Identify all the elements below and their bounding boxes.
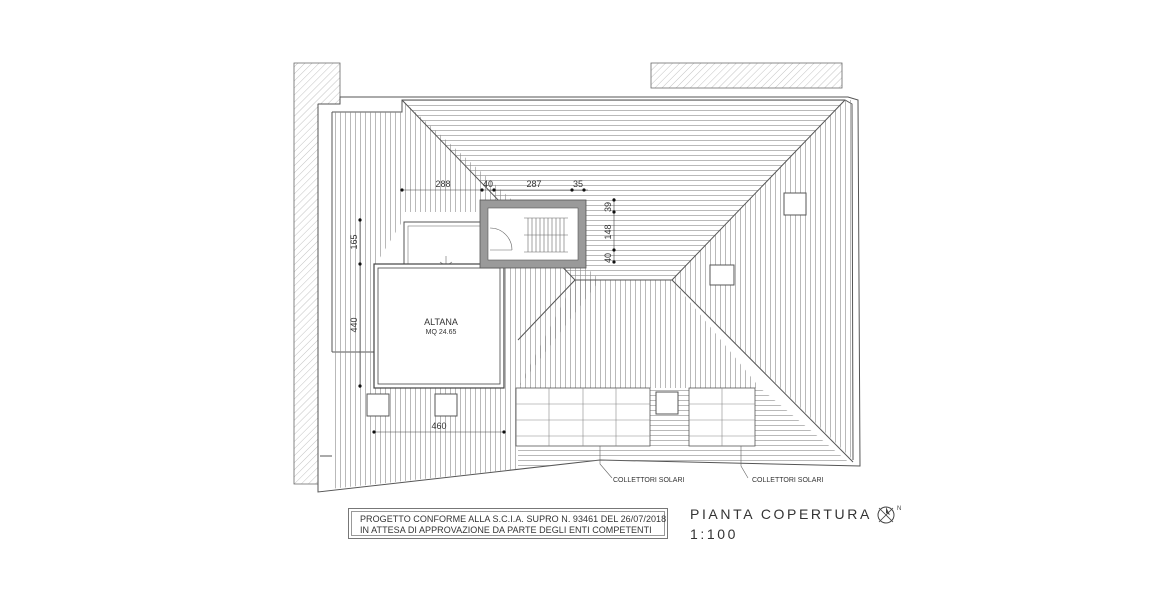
north-label: N — [897, 506, 901, 512]
north-arrow-icon: N — [877, 506, 901, 524]
dimension-labels: 288 40 287 35 39 148 40 165 440 460 — [349, 179, 613, 431]
drawing-title: PIANTA COPERTURA — [690, 506, 872, 522]
skylight — [783, 192, 807, 216]
collector-labels: COLLETTORI SOLARI COLLETTORI SOLARI — [613, 477, 824, 484]
skylight — [434, 393, 458, 417]
approval-note-line-1: PROGETTO CONFORME ALLA S.C.I.A. SUPRO N.… — [360, 514, 667, 524]
dim-460: 460 — [431, 421, 446, 431]
solar-collectors-east — [688, 387, 756, 447]
altana-area: MQ 24.65 — [426, 329, 457, 336]
solar-label-1: COLLETTORI SOLARI — [613, 477, 685, 484]
solar-label-2: COLLETTORI SOLARI — [752, 477, 824, 484]
approval-note-inner: PROGETTO CONFORME ALLA S.C.I.A. SUPRO N.… — [351, 511, 667, 536]
altana-name: ALTANA — [424, 317, 458, 327]
approval-note-box: PROGETTO CONFORME ALLA S.C.I.A. SUPRO N.… — [348, 508, 668, 539]
dimension-ticks — [358, 188, 616, 434]
skylight — [709, 264, 735, 286]
collector-leaders — [599, 446, 749, 479]
dim-39: 39 — [603, 202, 613, 212]
dim-165: 165 — [349, 234, 359, 249]
dim-287: 287 — [526, 179, 541, 189]
approval-note-line-2: IN ATTESA DI APPROVAZIONE DA PARTE DEGLI… — [360, 525, 652, 535]
stair-block — [479, 199, 587, 269]
skylight — [655, 391, 679, 415]
skylight — [366, 393, 390, 417]
dim-288: 288 — [435, 179, 450, 189]
dim-35: 35 — [573, 179, 583, 189]
skylights — [366, 192, 807, 417]
dim-148: 148 — [603, 224, 613, 239]
dim-440: 440 — [349, 317, 359, 332]
neighbour-building-right — [650, 62, 843, 89]
solar-collectors-west — [515, 387, 651, 447]
drawing-scale: 1:100 — [690, 526, 739, 542]
dim-40-top: 40 — [483, 179, 493, 189]
dim-40-side: 40 — [603, 253, 613, 263]
